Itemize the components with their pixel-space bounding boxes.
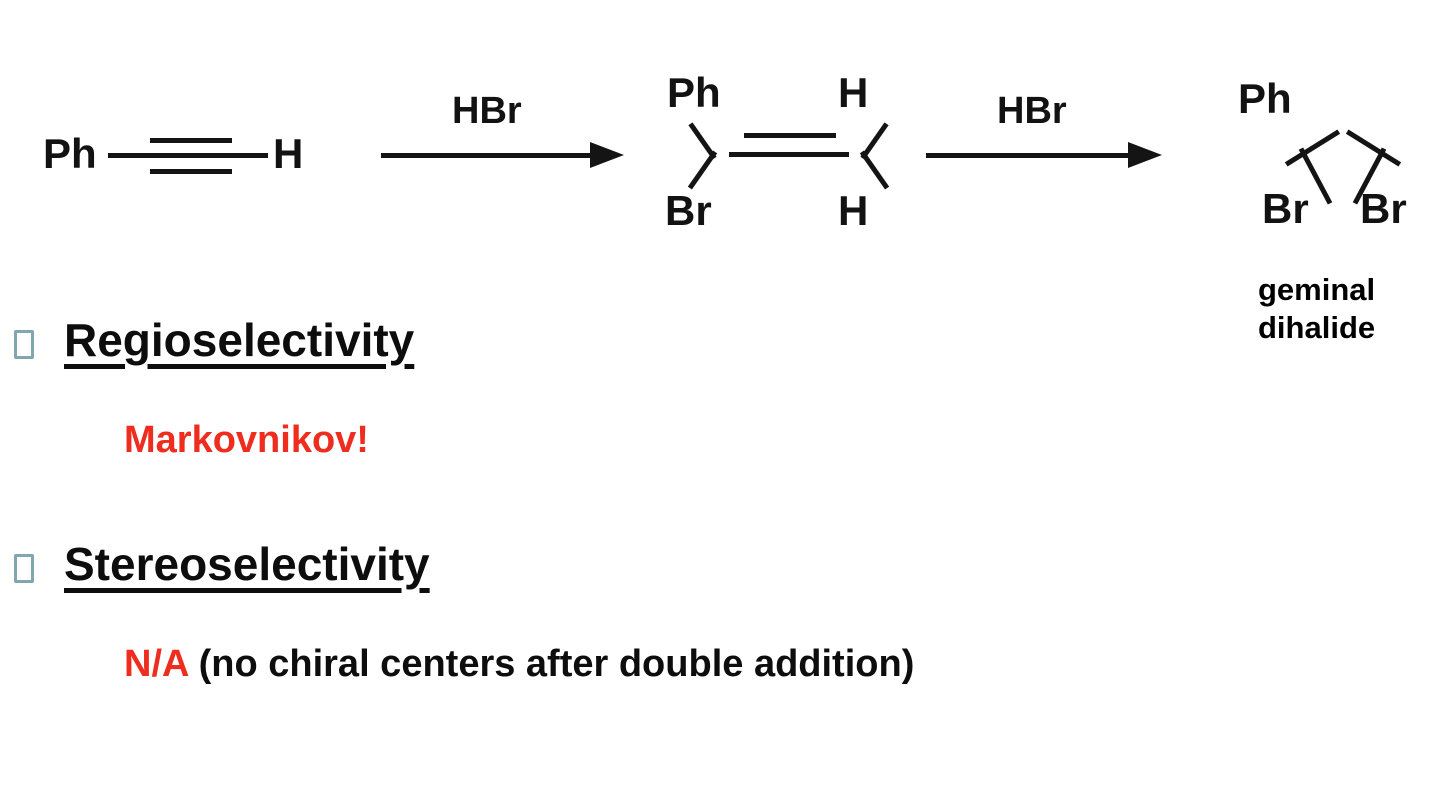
bullet-answer-stereoselectivity: N/A (no chiral centers after double addi… — [124, 643, 915, 686]
bullet-heading-stereoselectivity: Stereoselectivity — [64, 538, 430, 590]
intermediate-bottom-right-label: H — [838, 187, 869, 234]
product-upper-left-label: Ph — [1238, 75, 1292, 122]
answer-highlight-na: N/A — [124, 643, 189, 685]
reagent-label-1: HBr — [452, 90, 522, 132]
arrow-head-1 — [590, 142, 624, 168]
intermediate-top-left-label: Ph — [667, 69, 721, 116]
starting-material-right-label: H — [273, 130, 304, 177]
answer-rest-stereoselectivity: (no chiral centers after double addition… — [188, 643, 915, 685]
bond-to-hydrogen-bottom — [859, 150, 890, 190]
bullet-item-stereoselectivity[interactable]: Stereoselectivity — [14, 540, 430, 588]
bullet-marker-icon — [14, 554, 34, 583]
product-caption-line-1: geminal — [1258, 272, 1376, 307]
product-caption-line-2: dihalide — [1258, 310, 1376, 345]
reagent-label-2: HBr — [997, 90, 1067, 132]
product-lower-right-label: Br — [1360, 185, 1407, 232]
arrow-shaft-1 — [381, 153, 596, 158]
bullet-heading-regioselectivity: Regioselectivity — [64, 314, 415, 366]
product-lower-left-label: Br — [1262, 185, 1309, 232]
bond-to-bromine-intermediate — [687, 150, 718, 190]
answer-highlight-markovnikov: Markovnikov! — [124, 419, 369, 461]
product-bond-to-phenyl — [1284, 129, 1341, 167]
bullet-item-regioselectivity[interactable]: Regioselectivity — [14, 316, 414, 364]
triple-bond-center-line — [108, 153, 268, 158]
reaction-scheme: Ph H HBr Ph H Br H — [0, 0, 1440, 380]
arrow-head-2 — [1128, 142, 1162, 168]
bullet-marker-icon — [14, 330, 34, 359]
triple-bond-lower-line — [150, 169, 232, 174]
arrow-shaft-2 — [926, 153, 1134, 158]
double-bond-upper-line — [744, 133, 836, 138]
bullet-answer-regioselectivity: Markovnikov! — [124, 419, 369, 462]
starting-material-left-label: Ph — [43, 130, 97, 177]
intermediate-bottom-left-label: Br — [665, 187, 712, 234]
intermediate-top-right-label: H — [838, 69, 869, 116]
double-bond-lower-line — [729, 152, 849, 157]
triple-bond-upper-line — [150, 138, 232, 143]
